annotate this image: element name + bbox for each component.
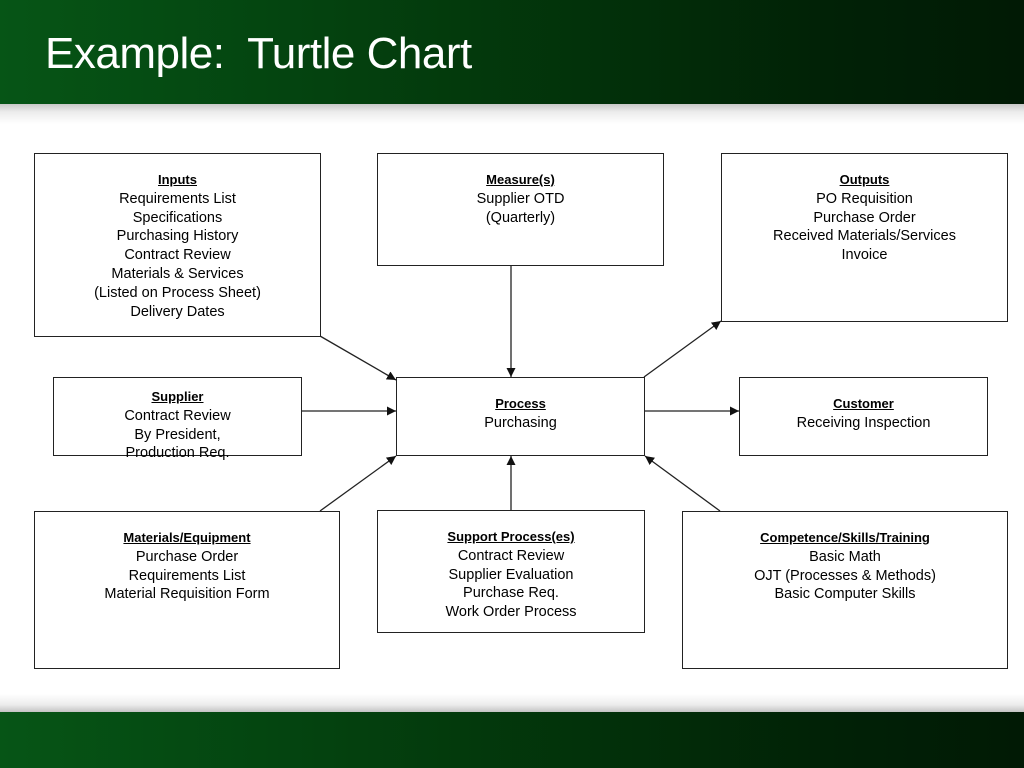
process-heading: Process (495, 396, 546, 411)
measures-item: Supplier OTD (476, 190, 565, 207)
competence-item: Basic Math (809, 548, 881, 565)
support-item: Purchase Req. (463, 585, 559, 602)
competence-heading: Competence/Skills/Training (760, 530, 930, 545)
support-heading: Support Process(es) (447, 529, 575, 544)
arrow-process-to-outputs (643, 320, 722, 378)
title-bar-shadow (0, 104, 1024, 124)
support-box: Support Process(es) Contract Review Supp… (377, 510, 645, 633)
inputs-item: Delivery Dates (130, 303, 225, 320)
outputs-item: PO Requisition (816, 190, 913, 207)
competence-box: Competence/Skills/Training Basic Math OJ… (682, 511, 1008, 669)
supplier-item: By President, (134, 426, 221, 443)
supplier-heading: Supplier (151, 389, 204, 404)
arrow-materials-to-process (319, 455, 397, 512)
customer-heading: Customer (833, 396, 894, 411)
footer-bar-shadow (0, 694, 1024, 712)
measures-box: Measure(s) Supplier OTD (Quarterly) (377, 153, 664, 266)
customer-item: Receiving Inspection (796, 414, 931, 431)
process-box: Process Purchasing (396, 377, 645, 456)
outputs-item: Received Materials/Services (773, 228, 956, 245)
outputs-box: Outputs PO Requisition Purchase Order Re… (721, 153, 1008, 322)
materials-item: Material Requisition Form (104, 586, 270, 603)
supplier-item: Production Req. (125, 445, 230, 462)
footer-bar (0, 712, 1024, 768)
outputs-heading: Outputs (839, 172, 890, 187)
inputs-item: Specifications (132, 209, 223, 226)
support-item: Supplier Evaluation (448, 566, 574, 583)
materials-item: Purchase Order (135, 548, 239, 565)
arrow-inputs-to-process (319, 335, 397, 381)
materials-heading: Materials/Equipment (123, 530, 251, 545)
inputs-item: Purchasing History (116, 228, 239, 245)
inputs-item: Materials & Services (111, 265, 244, 282)
inputs-item: (Listed on Process Sheet) (94, 284, 261, 301)
measures-heading: Measure(s) (486, 172, 555, 187)
materials-box: Materials/Equipment Purchase Order Requi… (34, 511, 340, 669)
support-item: Contract Review (457, 547, 565, 564)
supplier-item: Contract Review (124, 407, 231, 424)
arrow-competence-to-process (644, 455, 721, 512)
materials-item: Requirements List (128, 567, 246, 584)
customer-box: Customer Receiving Inspection (739, 377, 988, 456)
inputs-heading: Inputs (158, 172, 197, 187)
inputs-box: Inputs Requirements List Specifications … (34, 153, 321, 337)
title-bar (0, 0, 1024, 104)
process-item: Purchasing (484, 414, 557, 431)
outputs-item: Purchase Order (813, 209, 916, 226)
support-item: Work Order Process (445, 604, 577, 621)
inputs-item: Requirements List (119, 190, 236, 207)
competence-item: OJT (Processes & Methods) (754, 567, 936, 584)
slide-title: Example: Turtle Chart (45, 29, 472, 78)
inputs-item: Contract Review (124, 247, 231, 264)
supplier-box: Supplier Contract Review By President, P… (53, 377, 302, 461)
competence-item: Basic Computer Skills (774, 586, 916, 603)
outputs-item: Invoice (841, 247, 888, 264)
measures-item: (Quarterly) (485, 209, 556, 226)
